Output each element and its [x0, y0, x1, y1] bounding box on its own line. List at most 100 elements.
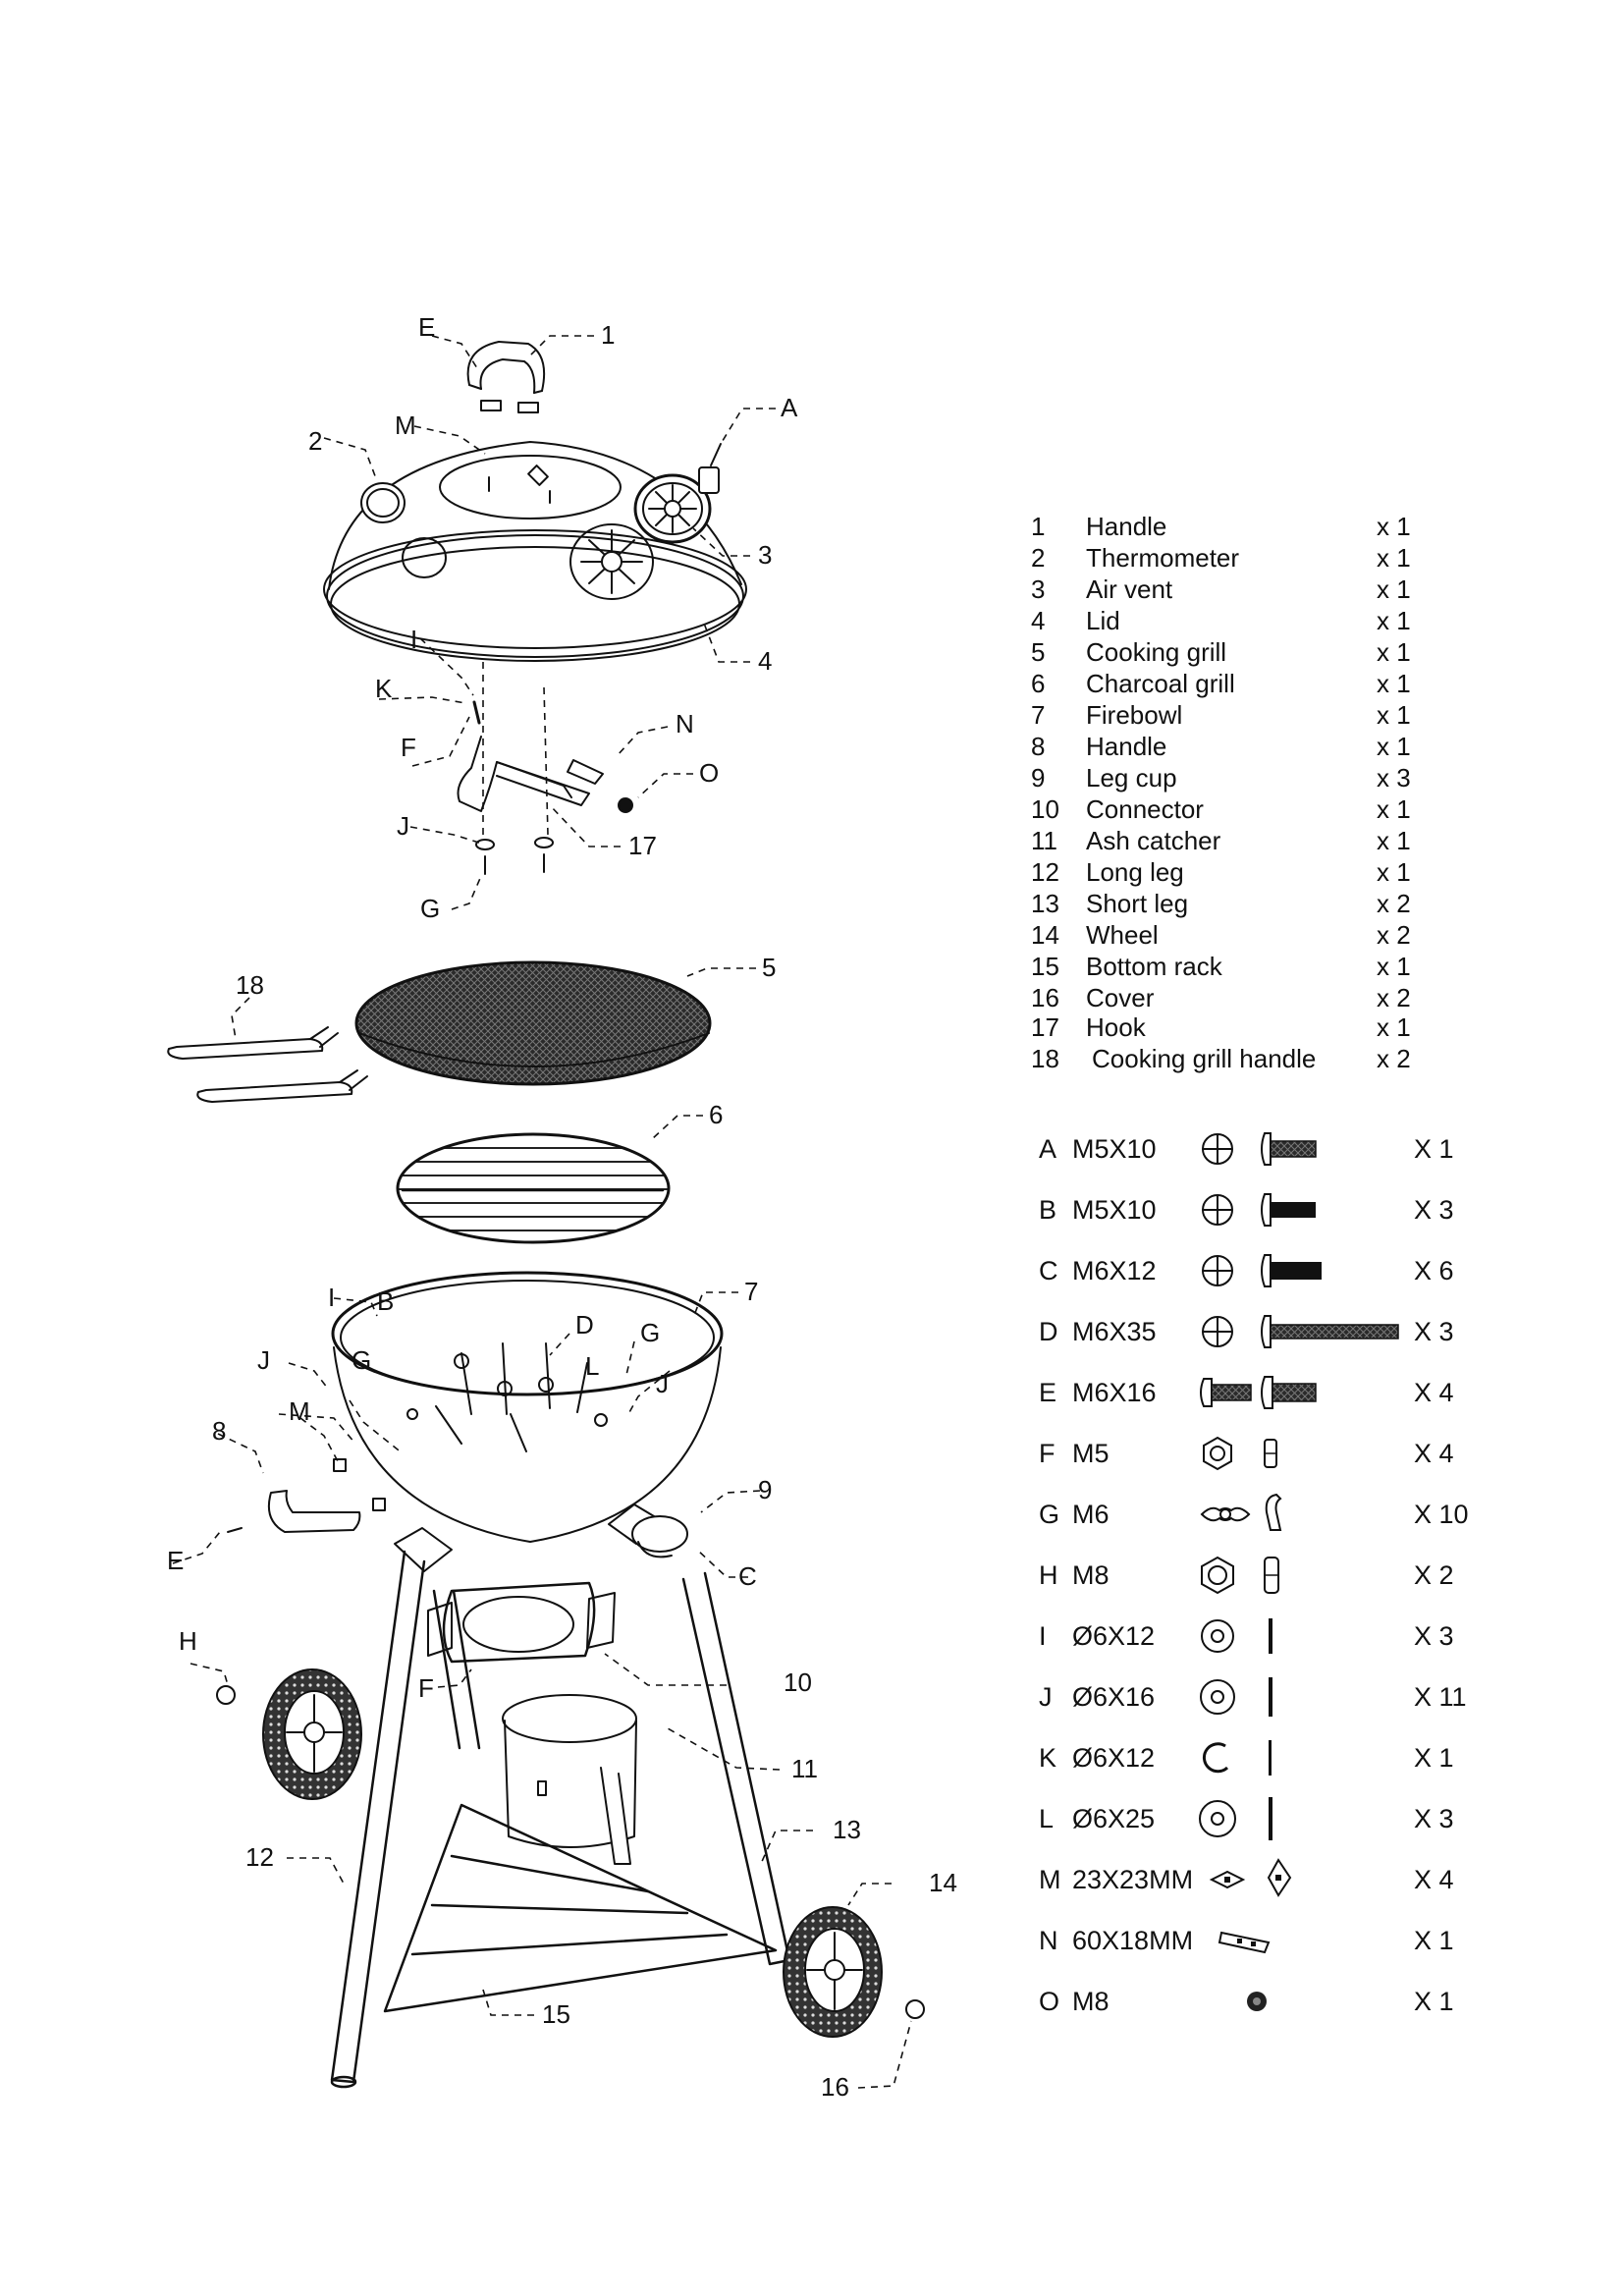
hardware-quantity: X 3 — [1414, 1621, 1454, 1651]
part-quantity: x 1 — [1377, 732, 1411, 761]
hardware-letter: E — [1039, 1378, 1057, 1407]
part-quantity: x 2 — [1377, 889, 1411, 918]
phillips-head-icon — [1202, 1316, 1233, 1347]
callout-13: 13 — [833, 1815, 861, 1844]
hardware-quantity: X 1 — [1414, 1743, 1454, 1773]
part-name: Handle — [1086, 732, 1167, 761]
hardware-quantity: X 2 — [1414, 1560, 1454, 1590]
part-name: Cooking grill — [1086, 637, 1227, 667]
part-number: 13 — [1031, 889, 1059, 918]
hardware-letter: F — [1039, 1439, 1056, 1468]
washer-side-icon — [1269, 1677, 1272, 1717]
part-quantity: x 2 — [1377, 1044, 1411, 1073]
callout-3: 3 — [758, 540, 772, 570]
part-name: Lid — [1086, 606, 1120, 635]
hardware-letter: D — [1039, 1317, 1058, 1346]
washer-side-icon — [1269, 1618, 1272, 1654]
callout-f-bowl: F — [418, 1673, 434, 1703]
callout-6: 6 — [709, 1100, 723, 1129]
part-name: Hook — [1086, 1012, 1146, 1042]
part-number: 16 — [1031, 983, 1059, 1012]
phillips-head-icon — [1202, 1133, 1233, 1165]
phillips-head-icon — [1202, 1194, 1233, 1226]
part-number: 10 — [1031, 794, 1059, 824]
part-quantity: x 1 — [1377, 952, 1411, 981]
part-quantity: x 1 — [1377, 574, 1411, 604]
wheel-left-part — [216, 1668, 362, 1800]
hardware-size: 60X18MM — [1072, 1926, 1194, 1955]
callout-16: 16 — [821, 2072, 849, 2102]
hardware-quantity: X 4 — [1414, 1865, 1454, 1894]
part-name: Ash catcher — [1086, 826, 1221, 855]
callout-5: 5 — [762, 953, 776, 982]
callout-e-top: E — [418, 312, 435, 342]
pan-head-screw-icon — [1261, 1132, 1317, 1166]
hardware-letter: M — [1039, 1865, 1061, 1894]
split-washer-icon — [1202, 1742, 1229, 1774]
callout-18: 18 — [236, 970, 264, 1000]
part-number: 12 — [1031, 857, 1059, 887]
hardware-size: M8 — [1072, 1560, 1110, 1590]
hardware-quantity: X 3 — [1414, 1317, 1454, 1346]
part-name: Long leg — [1086, 857, 1184, 887]
callout-2: 2 — [308, 426, 322, 456]
callout-14: 14 — [929, 1868, 957, 1897]
part-quantity: x 1 — [1377, 700, 1411, 730]
part-quantity: x 1 — [1377, 1012, 1411, 1042]
hardware-size: M6X12 — [1072, 1256, 1157, 1285]
hardware-quantity: X 3 — [1414, 1195, 1454, 1225]
part-number: 2 — [1031, 543, 1046, 573]
hardware-quantity: X 6 — [1414, 1256, 1454, 1285]
callout-m-bowl: M — [289, 1396, 310, 1426]
lid-handle-part — [466, 341, 546, 413]
part-quantity: x 1 — [1377, 543, 1411, 573]
hardware-size: M5X10 — [1072, 1195, 1157, 1225]
callout-8: 8 — [212, 1416, 226, 1446]
wing-nut-side-icon — [1265, 1493, 1282, 1531]
callout-a: A — [781, 393, 798, 422]
part-number: 9 — [1031, 763, 1046, 793]
washer-side-icon — [1269, 1797, 1272, 1840]
part-name: Firebowl — [1086, 700, 1183, 730]
part-number: 18 — [1031, 1044, 1059, 1073]
hardware-letter: N — [1039, 1926, 1058, 1955]
callout-h: H — [179, 1626, 197, 1656]
hardware-quantity: X 11 — [1414, 1682, 1467, 1712]
part-number: 17 — [1031, 1012, 1059, 1042]
part-quantity: x 1 — [1377, 512, 1411, 541]
part-quantity: x 1 — [1377, 826, 1411, 855]
hex-nut-icon — [1201, 1556, 1234, 1595]
part-name: Bottom rack — [1086, 952, 1222, 981]
callout-17: 17 — [628, 831, 657, 860]
callout-m-top: M — [395, 410, 416, 440]
leader-lines — [172, 335, 912, 2089]
part-quantity: x 1 — [1377, 606, 1411, 635]
part-quantity: x 2 — [1377, 983, 1411, 1012]
part-number: 15 — [1031, 952, 1059, 981]
part-number: 6 — [1031, 669, 1046, 698]
callout-g-bowl-right: G — [640, 1318, 660, 1347]
part-name: Connector — [1086, 794, 1204, 824]
hardware-letter: L — [1039, 1804, 1055, 1833]
hardware-quantity: X 1 — [1414, 1134, 1454, 1164]
hardware-letter: O — [1039, 1987, 1060, 2016]
pan-head-screw-icon — [1261, 1193, 1316, 1227]
callout-f-top: F — [401, 733, 416, 762]
callout-b: B — [377, 1286, 394, 1316]
lid-part — [323, 441, 747, 875]
hardware-quantity: X 10 — [1414, 1500, 1469, 1529]
hex-nut-icon — [1203, 1436, 1232, 1471]
hardware-letter: A — [1039, 1134, 1057, 1164]
callout-j-bowl: J — [257, 1345, 270, 1375]
part-number: 11 — [1031, 826, 1057, 855]
long-screw-icon — [1261, 1315, 1399, 1348]
callout-g-bowl: G — [352, 1345, 371, 1375]
hardware-size: 23X23MM — [1072, 1865, 1194, 1894]
callout-labels: 1 E 2 M A 3 4 I K F N O 17 J G 5 18 6 7 … — [167, 312, 957, 2102]
part-name: Charcoal grill — [1086, 669, 1235, 698]
carriage-bolt-icon — [1200, 1378, 1252, 1407]
hardware-size: M8 — [1072, 1987, 1110, 2016]
flat-washer-icon — [1200, 1679, 1235, 1715]
part-number: 5 — [1031, 637, 1046, 667]
